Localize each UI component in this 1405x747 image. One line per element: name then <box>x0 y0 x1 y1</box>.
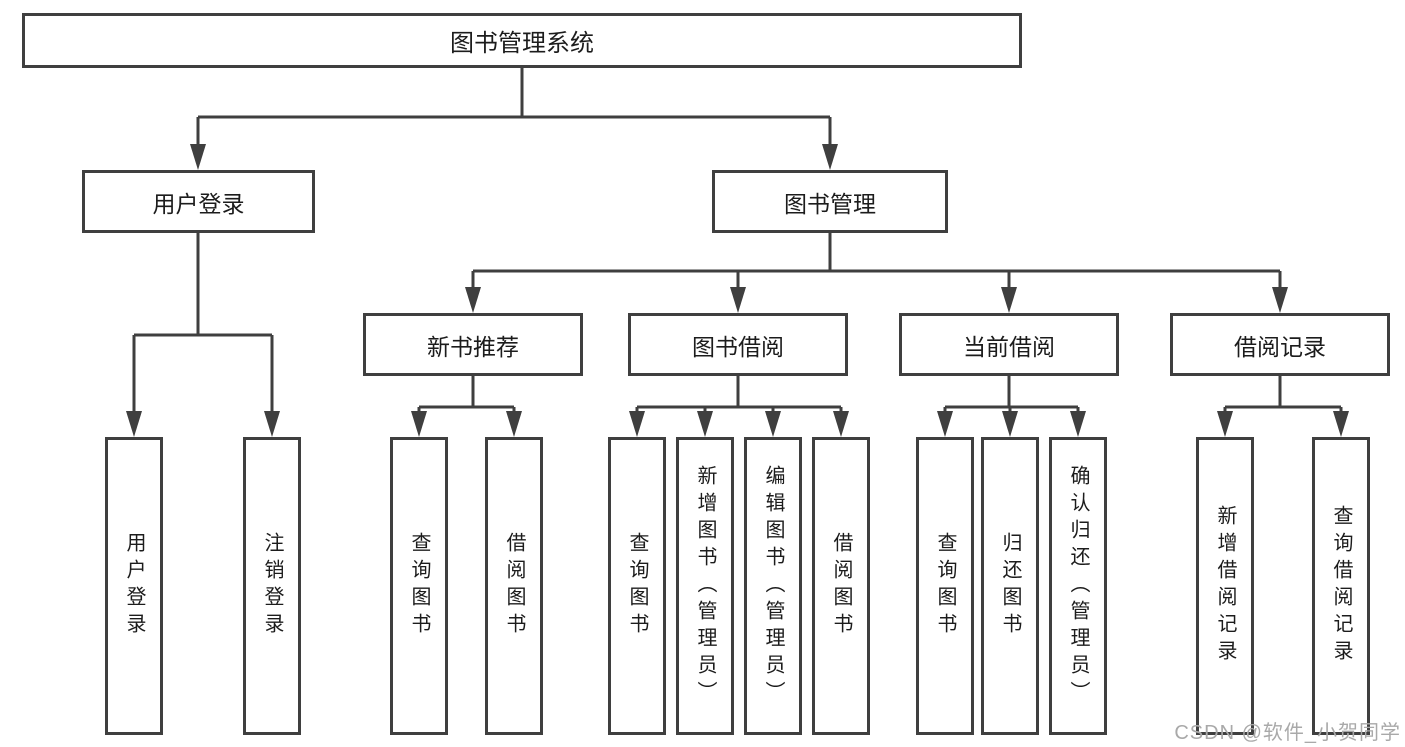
leaf-query-books-current: 查询图书 <box>916 437 974 735</box>
leaf-user-login: 用户登录 <box>105 437 163 735</box>
leaf-borrow-books-recommend: 借阅图书 <box>485 437 543 735</box>
leaf-add-borrow-record: 新增借阅记录 <box>1196 437 1254 735</box>
node-book-borrowing: 图书借阅 <box>628 313 848 376</box>
leaf-query-books-recommend: 查询图书 <box>390 437 448 735</box>
leaf-logout: 注销登录 <box>243 437 301 735</box>
node-library-management-system: 图书管理系统 <box>22 13 1022 68</box>
leaf-query-borrow-record: 查询借阅记录 <box>1312 437 1370 735</box>
csdn-watermark: CSDN @软件_小贺同学 <box>1174 722 1401 744</box>
node-user-login: 用户登录 <box>82 170 315 233</box>
leaf-borrow-books: 借阅图书 <box>812 437 870 735</box>
leaf-return-books: 归还图书 <box>981 437 1039 735</box>
leaf-query-books-borrow: 查询图书 <box>608 437 666 735</box>
node-new-book-recommendation: 新书推荐 <box>363 313 583 376</box>
node-borrowing-records: 借阅记录 <box>1170 313 1390 376</box>
leaf-confirm-return-admin: 确认归还（管理员） <box>1049 437 1107 735</box>
leaf-add-books-admin: 新增图书（管理员） <box>676 437 734 735</box>
leaf-edit-books-admin: 编辑图书（管理员） <box>744 437 802 735</box>
node-current-borrowing: 当前借阅 <box>899 313 1119 376</box>
node-book-management: 图书管理 <box>712 170 948 233</box>
